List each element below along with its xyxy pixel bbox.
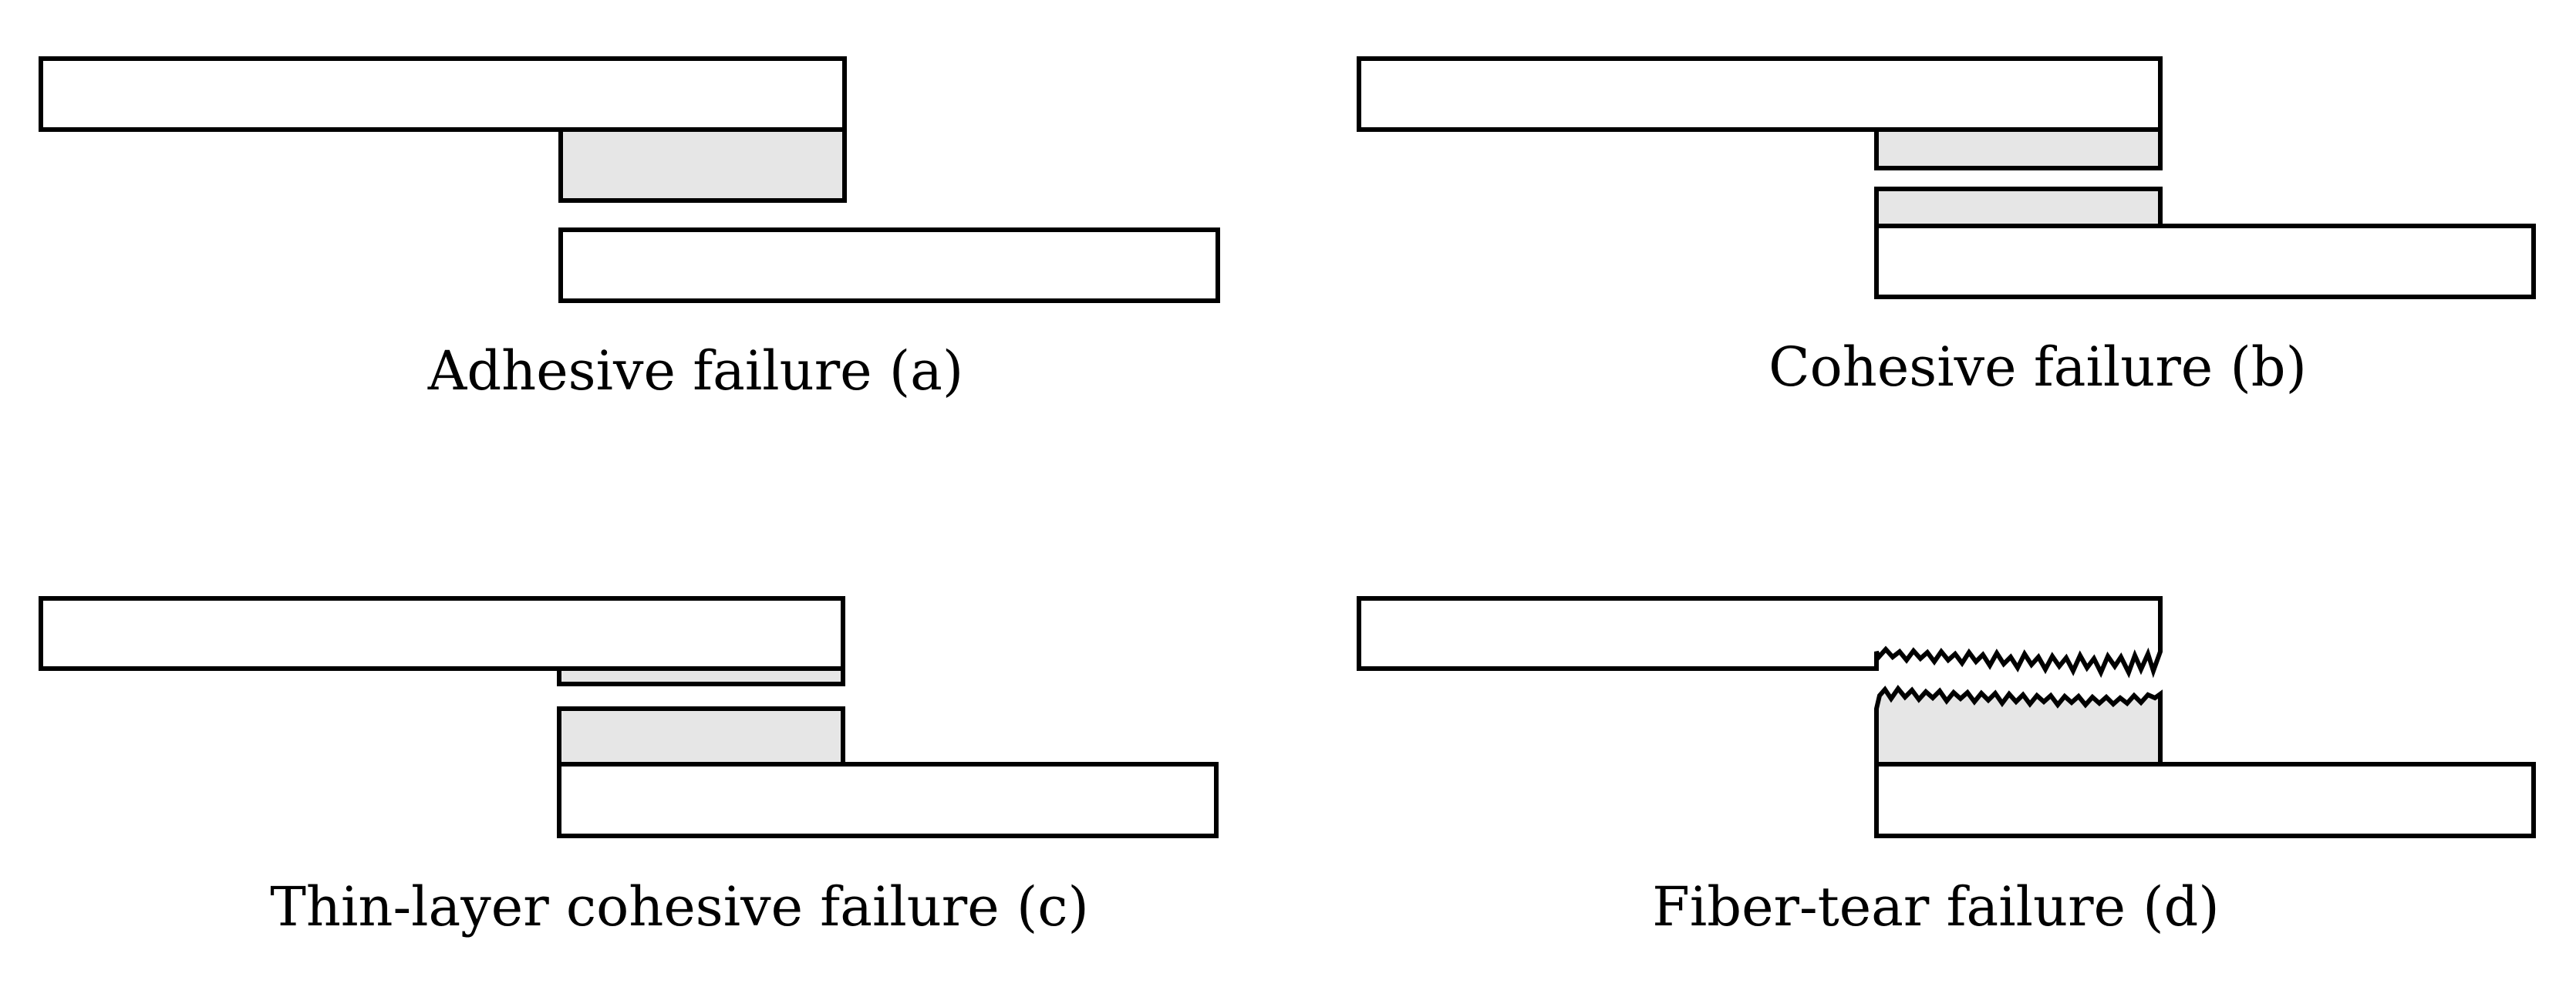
adhesive-layer-lower <box>1874 187 2163 228</box>
upper-adherend <box>39 56 847 132</box>
panel-thin-layer-cohesive-failure: Thin-layer cohesive failure (c) <box>39 596 1219 938</box>
adhesive-layer-thin <box>557 666 845 686</box>
upper-adherend <box>1357 56 2163 132</box>
lower-adherend <box>1874 762 2536 838</box>
upper-adherend-torn <box>1357 596 2163 679</box>
lower-adherend <box>1874 224 2536 299</box>
adhesive-layer <box>558 127 847 203</box>
caption-cohesive-failure: Cohesive failure (b) <box>1768 335 2307 399</box>
caption-fiber-tear-failure: Fiber-tear failure (d) <box>1652 875 2219 938</box>
lower-adherend <box>558 227 1220 303</box>
adhesive-layer-lower <box>557 706 845 767</box>
adhesive-layer-torn <box>1874 685 2163 767</box>
panel-cohesive-failure: Cohesive failure (b) <box>1357 56 2536 399</box>
panel-adhesive-failure: Adhesive failure (a) <box>39 56 1220 403</box>
upper-adherend <box>39 596 845 671</box>
caption-thin-layer-cohesive-failure: Thin-layer cohesive failure (c) <box>270 875 1089 938</box>
panel-fiber-tear-failure: Fiber-tear failure (d) <box>1357 596 2536 938</box>
lower-adherend <box>557 762 1219 838</box>
caption-adhesive-failure: Adhesive failure (a) <box>427 339 963 403</box>
adhesive-layer-upper <box>1874 127 2163 170</box>
